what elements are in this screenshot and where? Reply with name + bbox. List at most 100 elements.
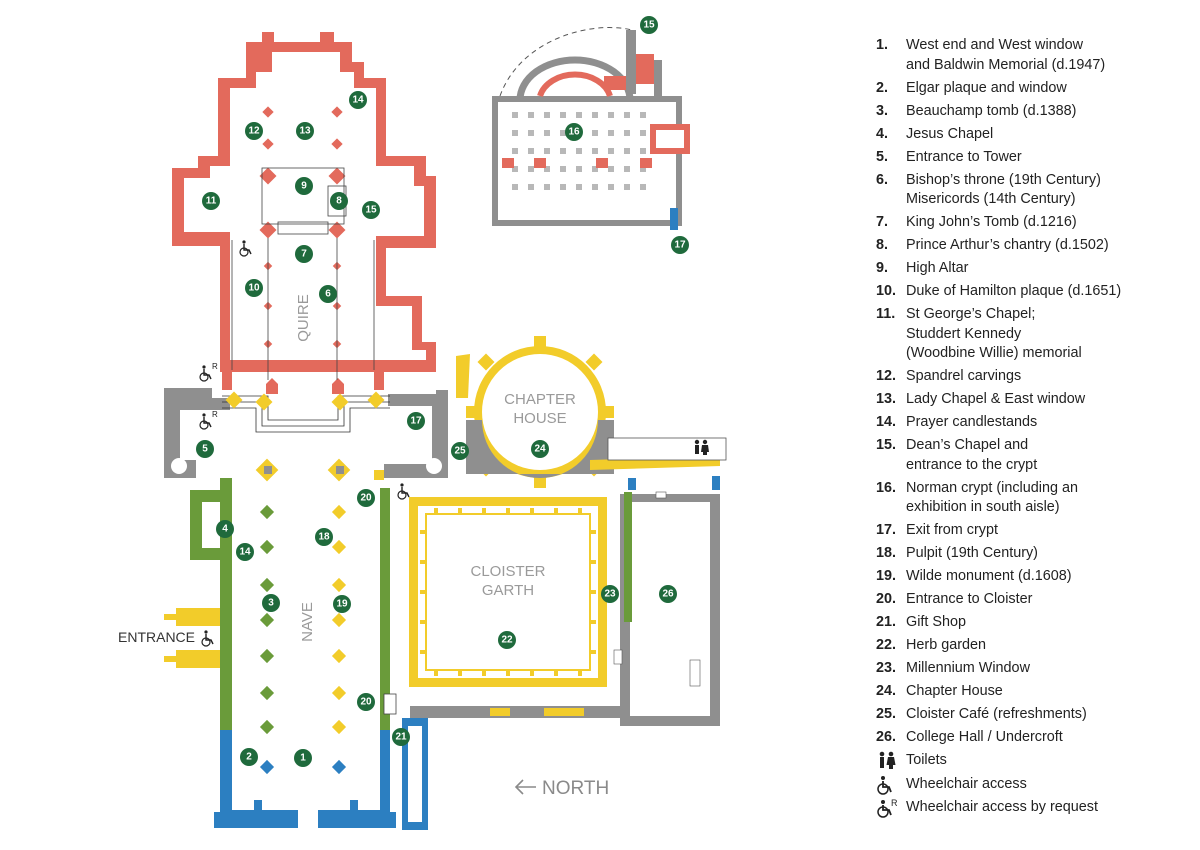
crossing-steps <box>222 395 390 433</box>
svg-text:17: 17 <box>674 240 686 251</box>
legend-number: 6. <box>876 171 889 188</box>
marker-25[interactable]: 25 <box>451 442 469 460</box>
marker-14[interactable]: 14 <box>349 91 367 109</box>
legend-number: 17. <box>876 522 897 539</box>
nave-label: NAVE <box>299 602 316 642</box>
svg-text:15: 15 <box>365 205 377 216</box>
legend-number: 22. <box>876 637 897 654</box>
legend-text: Jesus Chapel <box>906 125 994 142</box>
legend-item: 20. Entrance to Cloister <box>876 590 1176 610</box>
marker-9[interactable]: 9 <box>295 177 313 195</box>
legend-number: 25. <box>876 706 897 723</box>
legend-item: 24.Chapter House <box>876 682 1176 702</box>
legend-text: Wilde monument (d.1608) <box>906 568 1072 585</box>
marker-26[interactable]: 26 <box>659 585 677 603</box>
svg-text:24: 24 <box>534 444 546 455</box>
marker-20[interactable]: 20 <box>357 693 375 711</box>
marker-18[interactable]: 18 <box>315 528 333 546</box>
legend-number: 23. <box>876 660 897 677</box>
marker-15[interactable]: 15 <box>640 16 658 34</box>
legend-number: 16. <box>876 479 897 496</box>
legend-item: 15.Dean’s Chapel and entrance to the cry… <box>876 436 1176 475</box>
arrow-left-icon <box>514 779 536 795</box>
legend-number: 4. <box>876 125 889 142</box>
marker-13[interactable]: 13 <box>296 122 314 140</box>
legend-text: Herb garden <box>906 637 986 654</box>
legend-text: Cloister Café (refreshments) <box>906 706 1087 723</box>
legend-text: Pulpit (19th Century) <box>906 545 1038 562</box>
west-end-area <box>214 718 428 830</box>
marker-5[interactable]: 5 <box>196 440 214 458</box>
svg-text:9: 9 <box>301 181 307 192</box>
legend-text: Lady Chapel & East window <box>906 391 1086 408</box>
legend-number: 19. <box>876 568 897 585</box>
legend-number: 21. <box>876 614 897 631</box>
legend-text: Entrance to Cloister <box>906 591 1033 608</box>
legend-item: 5.Entrance to Tower <box>876 148 1176 168</box>
wheelchair-icon <box>201 630 214 647</box>
legend-text: Wheelchair access <box>906 775 1027 792</box>
legend-text: High Altar <box>906 260 969 277</box>
chapter-house-label-line2: HOUSE <box>513 410 566 427</box>
marker-10[interactable]: 10 <box>245 279 263 297</box>
crossing-area <box>164 388 448 482</box>
marker-20[interactable]: 20 <box>357 489 375 507</box>
legend-text: Chapter House <box>906 683 1003 700</box>
marker-16[interactable]: 16 <box>565 123 583 141</box>
crypt-columns <box>512 112 646 190</box>
wheelchair-icon <box>876 775 906 795</box>
toilets-icon <box>876 751 906 771</box>
quire-choir-stalls <box>231 167 375 380</box>
marker-7[interactable]: 7 <box>295 245 313 263</box>
marker-17[interactable]: 17 <box>671 236 689 254</box>
marker-17[interactable]: 17 <box>407 412 425 430</box>
toilets-map-icon <box>694 439 709 455</box>
wheelchair-request-icon: R <box>876 798 906 818</box>
legend-number: 7. <box>876 214 889 231</box>
marker-23[interactable]: 23 <box>601 585 619 603</box>
marker-15[interactable]: 15 <box>362 201 380 219</box>
wheelchair-icon <box>239 240 252 257</box>
marker-2[interactable]: 2 <box>240 748 258 766</box>
marker-11[interactable]: 11 <box>202 192 220 210</box>
marker-3[interactable]: 3 <box>262 594 280 612</box>
marker-21[interactable]: 21 <box>392 728 410 746</box>
legend-text: Elgar plaque and window <box>906 79 1067 96</box>
map-legend: 1.West end and West window and Baldwin M… <box>876 36 1176 821</box>
legend-number: 18. <box>876 545 897 562</box>
legend-text: Prince Arthur’s chantry (d.1502) <box>906 237 1109 254</box>
legend-number: 20. <box>876 591 897 608</box>
cloister-garth-label-line2: GARTH <box>482 582 534 599</box>
svg-text:16: 16 <box>568 127 580 138</box>
legend-number: 9. <box>876 260 889 277</box>
marker-6[interactable]: 6 <box>319 285 337 303</box>
marker-22[interactable]: 22 <box>498 631 516 649</box>
legend-number: 26. <box>876 729 897 746</box>
marker-12[interactable]: 12 <box>245 122 263 140</box>
legend-text: St George’s Chapel; Studdert Kennedy (Wo… <box>906 306 1082 362</box>
marker-1[interactable]: 1 <box>294 749 312 767</box>
legend-text: Entrance to Tower <box>906 148 1022 165</box>
marker-24[interactable]: 24 <box>531 440 549 458</box>
svg-text:1: 1 <box>300 753 306 764</box>
legend-item: 22. Herb garden <box>876 636 1176 656</box>
nave-columns-north <box>259 504 275 735</box>
marker-19[interactable]: 19 <box>333 595 351 613</box>
marker-8[interactable]: 8 <box>330 192 348 210</box>
marker-4[interactable]: 4 <box>216 520 234 538</box>
college-hall <box>613 476 720 726</box>
legend-number: 8. <box>876 237 889 254</box>
marker-14[interactable]: 14 <box>236 543 254 561</box>
legend-item: 2.Elgar plaque and window <box>876 79 1176 99</box>
wheelchair-request-icon: R <box>199 410 218 430</box>
legend-item: 12.Spandrel carvings <box>876 367 1176 387</box>
legend-item: 17.Exit from crypt <box>876 521 1176 541</box>
legend-number: 10. <box>876 283 897 300</box>
legend-item: 14.Prayer candlestands <box>876 413 1176 433</box>
legend-text: Gift Shop <box>906 614 966 631</box>
crossing-piers-west <box>255 458 351 482</box>
svg-text:4: 4 <box>222 524 228 535</box>
svg-text:14: 14 <box>239 547 251 558</box>
legend-item: 25. Cloister Café (refreshments) <box>876 705 1176 725</box>
legend-item: 26.College Hall / Undercroft <box>876 728 1176 748</box>
